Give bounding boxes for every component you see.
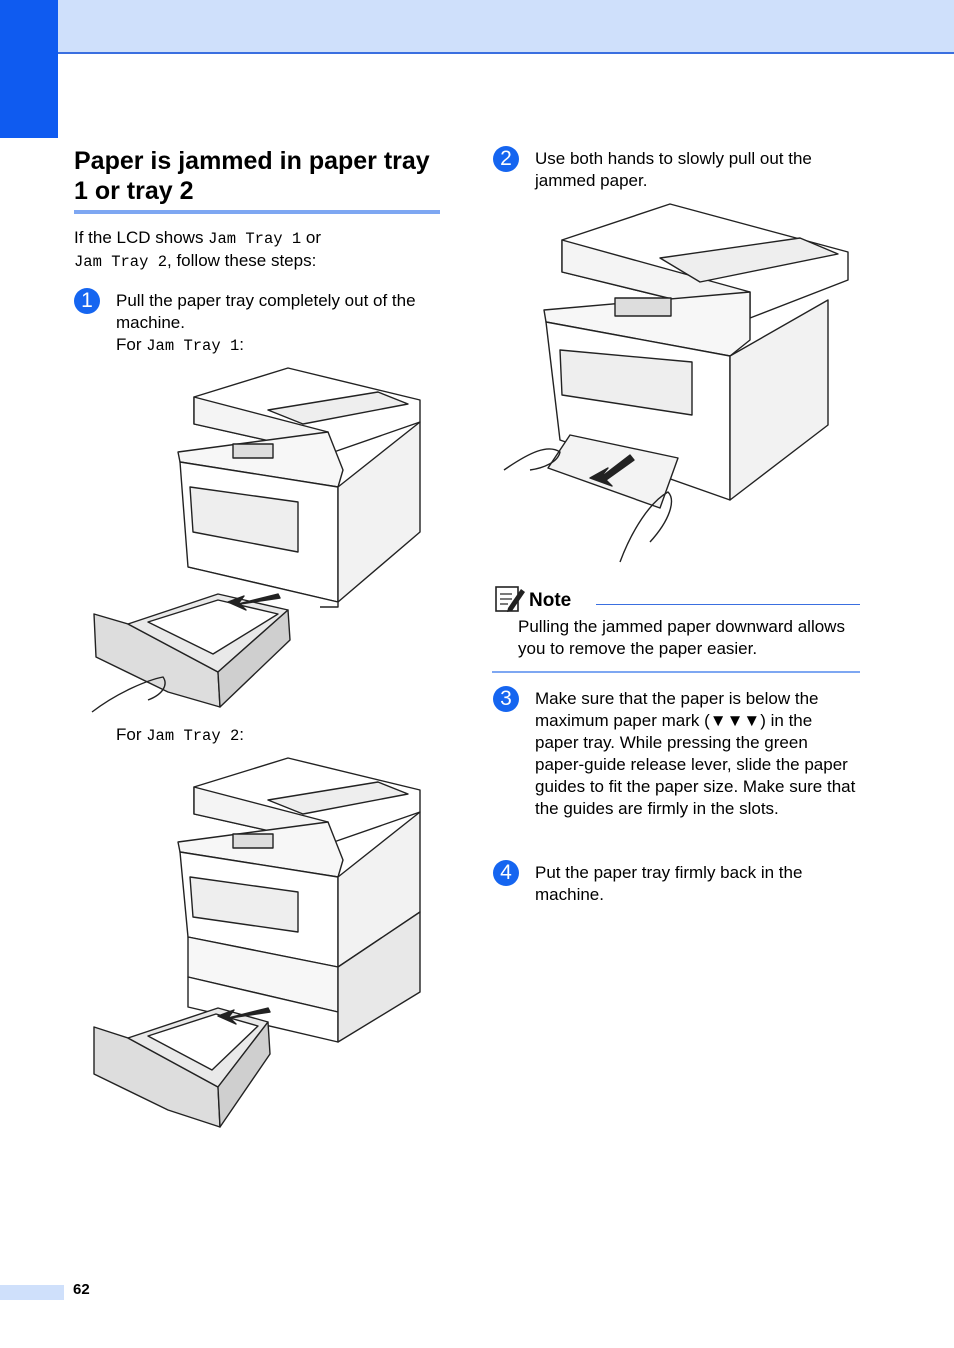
step-1-for-label-a: For: [116, 335, 147, 354]
step-number-3: 3: [493, 686, 519, 712]
note-rule-bottom: [492, 671, 860, 673]
step-3: 3 Make sure that the paper is below the …: [493, 686, 863, 848]
chapter-tab: [0, 0, 58, 138]
step-1-for-colon-a: :: [239, 335, 244, 354]
step-number-4: 4: [493, 860, 519, 886]
printer-tray2-illustration: [93, 757, 421, 1128]
step-2-text: Use both hands to slowly pull out the ja…: [535, 149, 812, 190]
note-label: Note: [529, 590, 572, 611]
step-1-text: Pull the paper tray completely out of th…: [116, 291, 416, 332]
intro-text-2: or: [301, 228, 322, 247]
intro-code-1: Jam Tray 1: [208, 230, 302, 248]
jammed-paper-illustration: [503, 203, 849, 563]
intro-text-1: If the LCD shows: [74, 228, 209, 247]
step-4-text: Put the paper tray firmly back in the ma…: [535, 863, 803, 904]
title-rule: [74, 210, 440, 214]
intro-code-2: Jam Tray 2: [74, 253, 168, 271]
page-number: 62: [73, 1281, 90, 1298]
note-box: Note Pulling the jammed paper downward a…: [492, 584, 860, 674]
step-3-text: Make sure that the paper is below the ma…: [535, 689, 856, 818]
note-pencil-icon: [495, 586, 525, 612]
step-number-1: 1: [74, 288, 100, 314]
step-number-2: 2: [493, 146, 519, 172]
intro-paragraph: If the LCD shows Jam Tray 1 or Jam Tray …: [74, 227, 444, 273]
header-band: [0, 0, 954, 54]
step-1-for-label-b: For: [116, 725, 147, 744]
printer-tray1-illustration: [91, 367, 421, 713]
step-1-for-code-b: Jam Tray 2: [146, 727, 240, 745]
step-1-for-colon-b: :: [239, 725, 244, 744]
section-title: Paper is jammed in paper tray 1 or tray …: [74, 147, 430, 205]
intro-text-3: , follow these steps:: [167, 251, 317, 270]
footer-band: [0, 1285, 64, 1300]
step-2: 2 Use both hands to slowly pull out the …: [493, 146, 863, 198]
note-rule-top: [596, 604, 860, 605]
step-1: 1 Pull the paper tray completely out of …: [74, 288, 444, 360]
note-text: Pulling the jammed paper downward allows…: [518, 617, 845, 658]
step-4: 4 Put the paper tray firmly back in the …: [493, 860, 863, 912]
step-1-for-code-a: Jam Tray 1: [146, 337, 240, 355]
